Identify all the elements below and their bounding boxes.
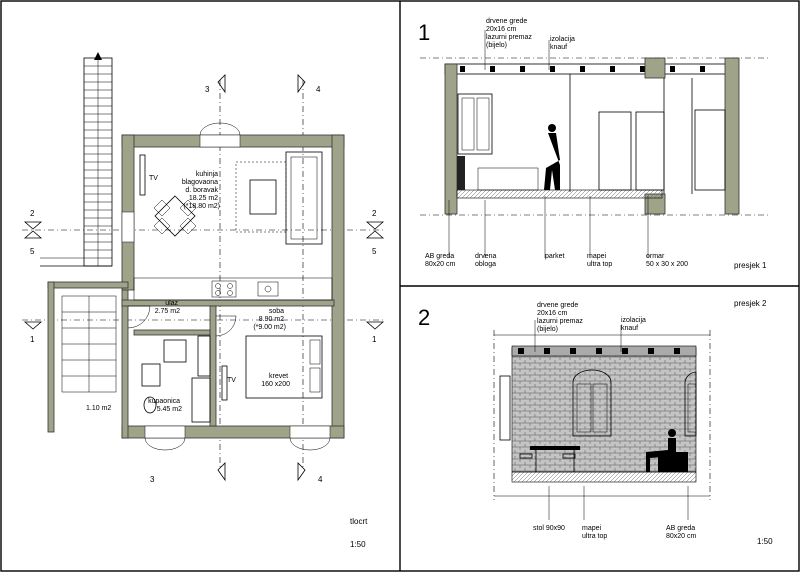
s1-person-figure xyxy=(544,124,560,190)
marker-4-top: 4 xyxy=(297,74,321,94)
kitchen-label: kuhinja blagovaona d. boravak 18.25 m2 (… xyxy=(182,171,220,210)
s2-floor xyxy=(511,471,697,483)
window-swing-bottom-right xyxy=(289,437,331,451)
room-label: soba 8.90 m2 (*9.00 m2) xyxy=(253,308,286,331)
coffee-table xyxy=(249,179,277,215)
s2-label-ab-greda: AB greda 80x20 cm xyxy=(666,525,697,540)
floor-plan: 3 4 3 4 2 5 2 5 1 xyxy=(22,52,385,549)
marker-4-top-label: 4 xyxy=(316,85,321,94)
bath-label: kupaonica 5.45 m2 xyxy=(148,398,182,413)
door-room xyxy=(215,315,237,337)
wardrobe-2 xyxy=(191,377,211,423)
marker-2-left-label: 2 xyxy=(30,209,35,218)
s1-wall-right xyxy=(724,57,740,215)
s1-wall-left xyxy=(444,63,458,215)
s2-label-stol: stol 90x90 xyxy=(533,525,565,532)
s1-door-1 xyxy=(598,111,632,191)
s2-dining-table xyxy=(519,446,580,472)
s2-window-2 xyxy=(684,371,697,437)
s2-label-mapei: mapei ultra top xyxy=(582,525,607,540)
entry-label: ulaz 2.75 m2 xyxy=(155,300,180,315)
marker-4-bottom-label: 4 xyxy=(318,475,323,484)
plan-title: tlocrt xyxy=(350,517,368,526)
tv-room xyxy=(221,365,228,401)
s1-door-3 xyxy=(694,109,726,191)
door-entry xyxy=(127,305,151,329)
s1-insulation-label: izolacija knauf xyxy=(550,36,577,51)
bath-sink xyxy=(141,363,161,387)
marker-4-bottom: 4 xyxy=(297,462,323,484)
marker-5-right-label: 5 xyxy=(372,247,377,256)
marker-1-right-label: 1 xyxy=(372,335,377,344)
s2-title: presjek 2 xyxy=(734,299,767,308)
s2-column xyxy=(499,375,511,441)
tv-label-kitchen: TV xyxy=(149,175,158,182)
s2-window-1 xyxy=(572,369,612,437)
plan-scale: 1:50 xyxy=(350,540,366,549)
section-2-number: 2 xyxy=(418,305,430,330)
s1-floor xyxy=(456,189,663,199)
window-swing-bottom-left xyxy=(144,437,186,451)
dining-set xyxy=(153,195,197,237)
s1-window xyxy=(457,93,493,155)
rug xyxy=(235,161,287,233)
marker-2-right-label: 2 xyxy=(372,209,377,218)
wardrobe-1 xyxy=(197,335,211,377)
s1-label-ormar: ormar 50 x 30 x 200 xyxy=(646,253,688,268)
s1-cabinet xyxy=(457,156,465,190)
s1-roof-beam xyxy=(444,63,736,75)
marker-1-right: 1 xyxy=(365,321,385,344)
s2-top-label: drvene grede 20x16 cm lazurni premaz (bi… xyxy=(537,302,585,333)
marker-5-left-label: 5 xyxy=(30,247,35,256)
s1-label-mapei: mapei ultra top xyxy=(587,253,612,268)
marker-2-5-left: 2 5 xyxy=(23,209,43,256)
tv-kitchen xyxy=(139,154,146,196)
s1-label-parket: parket xyxy=(545,253,565,260)
walls xyxy=(47,134,345,439)
section-1: 1 dr xyxy=(418,18,770,270)
s2-roof-beam xyxy=(511,345,697,357)
stair-area-label: 1.10 m2 xyxy=(86,405,111,412)
marker-3-bottom-label: 3 xyxy=(150,475,155,484)
kitchen-counter xyxy=(133,277,333,301)
shower xyxy=(163,339,187,363)
tv-label-room: TV xyxy=(227,377,236,384)
marker-1-left-label: 1 xyxy=(30,335,35,344)
toilet xyxy=(143,396,157,414)
s1-label-ab-greda: AB greda 80x20 cm xyxy=(425,253,456,268)
bed-label: krevet 160 x200 xyxy=(261,373,290,388)
s1-top-label: drvene grede 20x16 cm lazurni premaz (bi… xyxy=(486,18,534,49)
marker-3-top-label: 3 xyxy=(205,85,210,94)
s1-title: presjek 1 xyxy=(734,261,767,270)
marker-2-5-right: 2 5 xyxy=(365,209,385,256)
section-1-number: 1 xyxy=(418,20,430,45)
window-swing-top xyxy=(199,122,241,136)
bed xyxy=(245,335,323,399)
exterior-staircase xyxy=(40,52,113,267)
section-2: 2 xyxy=(418,299,773,546)
s1-wall-mid-top xyxy=(644,57,666,79)
marker-3-top: 3 xyxy=(205,74,226,94)
s2-seated-figure xyxy=(646,429,688,472)
marker-1-left: 1 xyxy=(23,321,43,344)
s2-scale: 1:50 xyxy=(757,537,773,546)
s2-insulation-label: izolacija knauf xyxy=(621,317,648,332)
interior-stair xyxy=(61,295,117,393)
s1-label-drvena-obloga: drvena obloga xyxy=(475,253,498,268)
s1-sofa xyxy=(477,167,539,191)
s1-door-2 xyxy=(635,111,665,191)
marker-3-bottom: 3 xyxy=(150,462,226,484)
